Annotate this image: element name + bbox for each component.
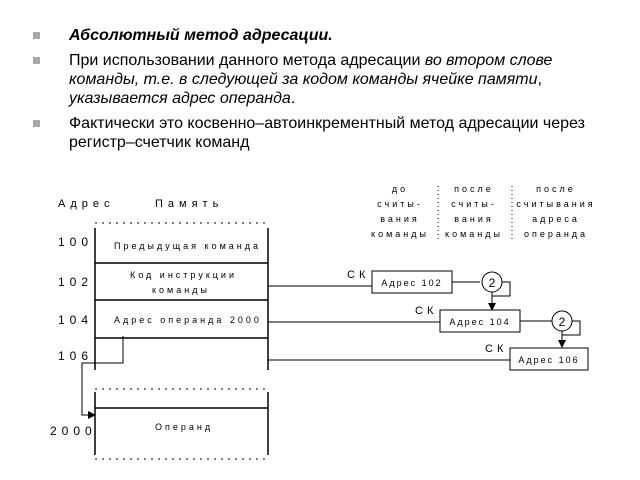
address-104: 104 — [58, 313, 93, 327]
bullet-marker — [33, 57, 40, 64]
stage-header-line: адреса — [532, 214, 580, 224]
address-column-header: Адрес — [58, 198, 115, 210]
increment-loop-2 — [562, 320, 581, 336]
address-2000: 2000 — [50, 424, 97, 438]
bullet-item: Абсолютный метод адресации. — [33, 26, 623, 45]
cell-operand-address: Адрес операнда 2000 — [114, 315, 262, 325]
register-value-1: Адрес 102 — [381, 278, 442, 288]
increment-value-2: 2 — [559, 315, 566, 329]
stage-header-line: вания — [454, 214, 494, 224]
bullet-text: При использовании данного метода адресац… — [69, 52, 425, 69]
bullet-marker — [33, 120, 40, 127]
stage-header-line: считывания — [516, 199, 595, 209]
stage-header-line: считы- — [451, 199, 497, 209]
bullet-marker — [33, 32, 40, 39]
address-106: 106 — [58, 349, 93, 363]
memory-lower-block — [94, 392, 269, 455]
cell-instruction-code-line2: команды — [152, 285, 210, 295]
bullet-text: . — [290, 90, 296, 107]
register-value-3: Адрес 106 — [518, 355, 579, 365]
register-value-2: Адрес 104 — [449, 317, 510, 327]
bullet-text: , — [537, 71, 542, 88]
address-102: 102 — [58, 275, 93, 289]
stage-header-line: операнда — [524, 229, 588, 239]
bullet-text-italic: указывается адрес операнда — [69, 90, 291, 107]
stage-header-line: вания — [380, 214, 420, 224]
bullet-text: Фактически это косвенно–автоинкрементный… — [69, 115, 585, 151]
indirect-address-arrow — [81, 336, 124, 419]
address-100: 100 — [58, 235, 93, 249]
increment-value-1: 2 — [489, 276, 496, 290]
register-box-3 — [509, 347, 589, 371]
stage-header-line: считы- — [377, 199, 423, 209]
stage-header-line: команды — [371, 229, 429, 239]
sk-label-1: СК — [347, 269, 369, 281]
sk-label-2: СК — [415, 305, 437, 317]
stage-header-line: до — [392, 184, 408, 194]
stage-header-line: команды — [445, 229, 503, 239]
cell-instruction-code: Код инструкции — [130, 270, 237, 280]
bullet-item: При использовании данного метода адресац… — [33, 51, 623, 108]
bullet-text-italic: во втором слове команды, т.е. в следующе… — [69, 52, 553, 88]
memory-upper-block — [94, 228, 269, 370]
cell-operand: Операнд — [155, 422, 213, 432]
stage-header-line: после — [454, 184, 494, 194]
memory-column-header: Память — [155, 198, 223, 210]
bullet-item: Фактически это косвенно–автоинкрементный… — [33, 114, 623, 152]
increment-loop-1 — [492, 281, 511, 297]
bullet-list: Абсолютный метод адресации. При использо… — [33, 26, 623, 158]
sk-label-3: СК — [485, 343, 507, 355]
cell-previous-command: Предыдущая команда — [114, 241, 261, 251]
bullet-text: Абсолютный метод адресации. — [69, 27, 333, 44]
stage-header-line: после — [536, 184, 576, 194]
